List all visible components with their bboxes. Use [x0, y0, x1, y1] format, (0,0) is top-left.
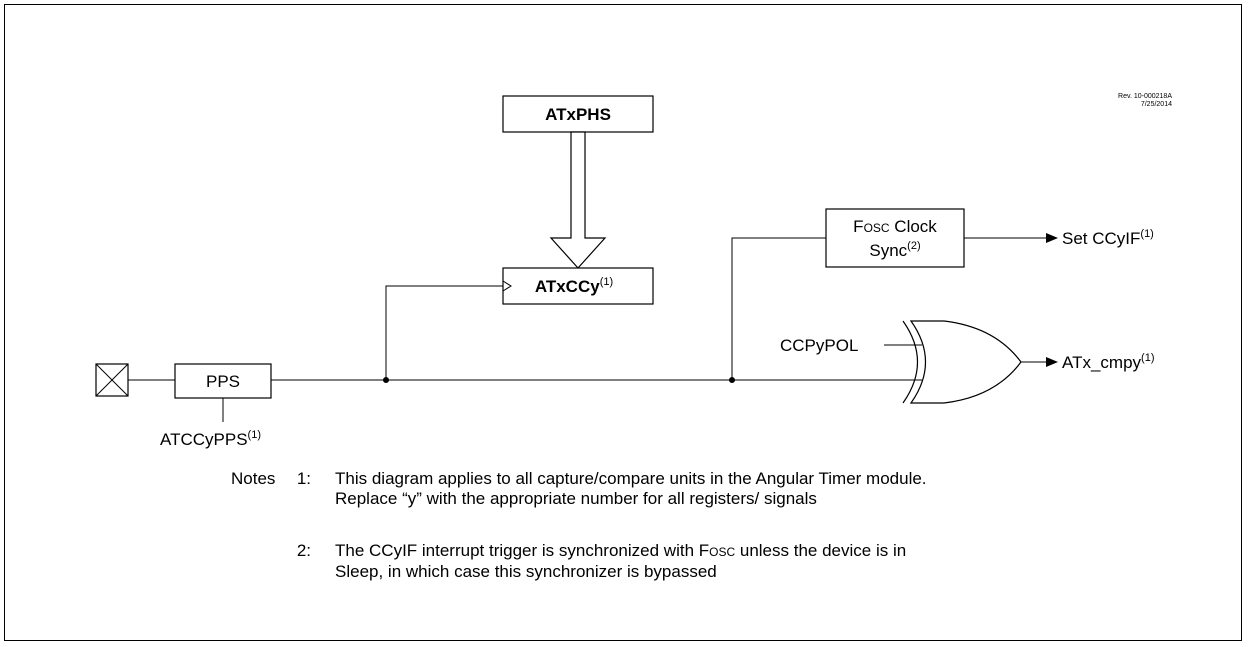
note-2-text: The CCyIF interrupt trigger is synchroni… [335, 541, 907, 581]
pps-block [174, 363, 272, 399]
bus-arrow [549, 131, 607, 269]
sync-label: Sync(2) [869, 240, 920, 260]
fosc-clock-sync-block [825, 208, 965, 268]
revision-line2: 7/25/2014 [1141, 101, 1172, 108]
fosc-clock-label: FOSC Clock [853, 217, 937, 236]
atxphs-block [502, 95, 654, 133]
arrow-head-icon [1046, 357, 1058, 367]
pin-cross-line [95, 363, 129, 397]
revision-line1: Rev. 10-000218A [1118, 93, 1172, 100]
note-1-number: 1: [296, 469, 311, 488]
diagram-frame [4, 4, 1242, 641]
atccypps-label: ATCCyPPS(1) [160, 429, 261, 449]
notes-block: Notes 1: This diagram applies to all cap… [231, 469, 951, 599]
ccpypol-label: CCPyPOL [780, 336, 858, 355]
wire [385, 285, 503, 380]
wire [731, 237, 826, 380]
set-ccyif-label: Set CCyIF(1) [1062, 228, 1154, 248]
note-2-number: 2: [296, 541, 311, 560]
atxphs-label: ATxPHS [545, 105, 611, 124]
atxccy-label: ATxCCy(1) [535, 276, 613, 296]
note-1-text: This diagram applies to all capture/comp… [335, 469, 927, 508]
xor-gate-back-curve [902, 320, 919, 404]
notes-lead: Notes [231, 469, 276, 488]
xor-gate-icon [909, 320, 1022, 404]
pps-label: PPS [206, 372, 240, 391]
clock-input-icon [502, 280, 512, 292]
arrow-head-icon [1046, 233, 1058, 243]
atx-cmpy-label: ATx_cmpy(1) [1062, 352, 1155, 372]
